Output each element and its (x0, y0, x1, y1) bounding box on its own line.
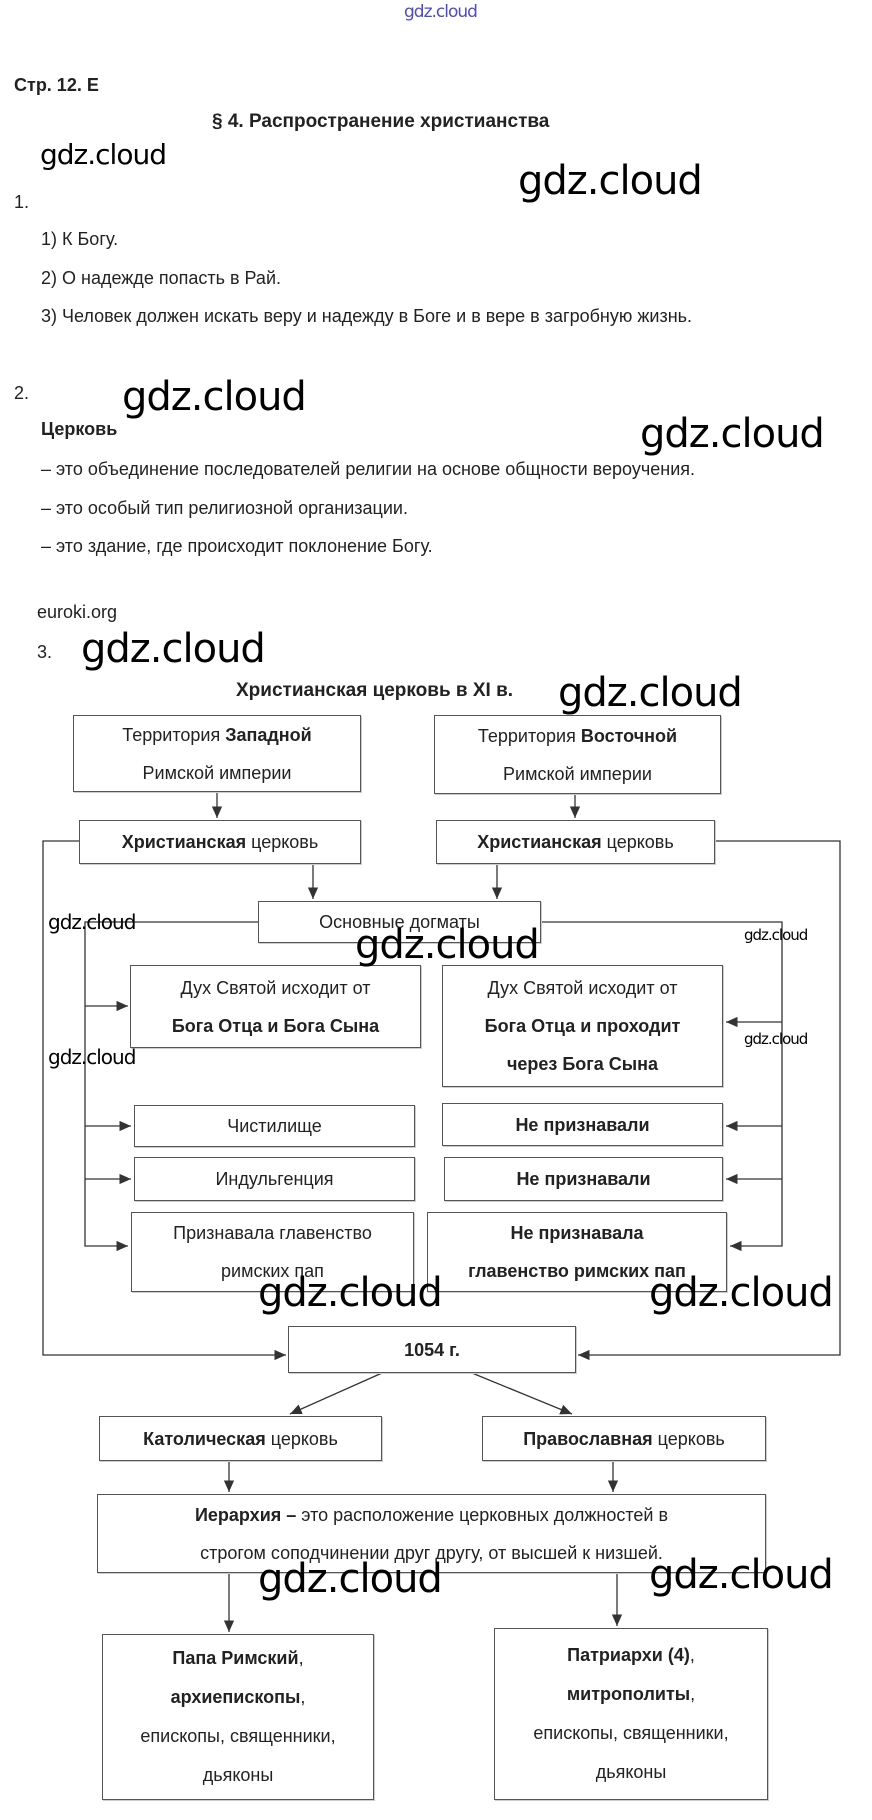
text-bold: через Бога Сына (506, 1054, 659, 1074)
text-bold: Христианская (477, 832, 602, 852)
watermark: gdz.cloud (744, 1030, 808, 1048)
watermark: gdz.cloud (518, 158, 703, 204)
text-bold: главенство римских пап (468, 1261, 686, 1281)
definition-item: – это особый тип религиозной организации… (41, 498, 408, 518)
question-2-number: 2. (14, 383, 30, 403)
text: церковь (265, 1428, 338, 1449)
text-bold: Католическая (143, 1428, 266, 1449)
text-bold: Не признавали (515, 1114, 650, 1135)
text: церковь (601, 832, 674, 852)
text: церковь (652, 1428, 725, 1449)
text: Территория (122, 724, 226, 745)
watermark: gdz.cloud (48, 910, 136, 934)
text: епископы, священники, (533, 1723, 729, 1743)
watermark: gdz.cloud (649, 1552, 834, 1598)
box-catholic-ranks: Папа Римский, архиепископы, епископы, св… (102, 1634, 374, 1800)
text-bold: Папа Римский (172, 1648, 299, 1668)
watermark: gdz.cloud (744, 926, 808, 944)
text-bold: Не признавала (510, 1223, 644, 1243)
text-bold: Православная (523, 1428, 653, 1449)
answer-item: 2) О надежде попасть в Рай. (41, 268, 282, 288)
text: Дух Святой исходит от (180, 977, 371, 998)
watermark: gdz.cloud (40, 138, 167, 171)
text: Дух Святой исходит от (487, 978, 678, 998)
watermark: gdz.cloud (558, 670, 743, 716)
box-indulgence-west: Индульгенция (134, 1157, 415, 1201)
box-orthodox-church: Православная церковь (482, 1416, 766, 1461)
text: Чистилище (227, 1116, 322, 1136)
watermark: gdz.cloud (640, 411, 825, 457)
box-pope-west: Признавала главенство римских пап (131, 1212, 414, 1292)
text: , (689, 1645, 695, 1665)
box-orthodox-ranks: Патриархи (4), митрополиты, епископы, св… (494, 1628, 768, 1800)
text: , (300, 1687, 306, 1707)
diagram-title: Христианская церковь в XI в. (236, 680, 514, 701)
watermark: gdz.cloud (649, 1270, 834, 1316)
box-west-territory: Территория Западной Римской империи (73, 715, 361, 792)
box-purgatory-east: Не признавали (442, 1103, 723, 1146)
text: римских пап (221, 1261, 324, 1281)
text: Признавала главенство (173, 1223, 372, 1243)
definition-item: – это объединение последователей религии… (41, 459, 695, 479)
box-pope-east: Не признавала главенство римских пап (427, 1212, 727, 1292)
box-indulgence-east: Не признавали (444, 1157, 723, 1201)
text-bold: Иерархия – (194, 1504, 297, 1525)
watermark: gdz.cloud (258, 1556, 443, 1602)
box-east-territory: Территория Восточной Римской империи (434, 715, 721, 794)
text: Индульгенция (215, 1169, 334, 1189)
text: Основные догматы (319, 912, 480, 932)
box-dogmas: Основные догматы (258, 901, 541, 943)
watermark-top: gdz.cloud (404, 2, 478, 22)
text-bold: 1054 г. (404, 1339, 460, 1360)
text: дьяконы (595, 1762, 667, 1782)
definition-item: – это здание, где происходит поклонение … (41, 536, 433, 556)
text: Римской империи (142, 762, 292, 783)
watermark: gdz.cloud (81, 626, 266, 672)
text-bold: Бога Отца и Бога Сына (171, 1015, 380, 1036)
question-1-number: 1. (14, 192, 30, 212)
box-hierarchy: Иерархия – это расположение церковных до… (97, 1494, 766, 1573)
term-church: Церковь (41, 419, 118, 439)
text-bold: Не признавали (516, 1169, 651, 1189)
answer-item: 3) Человек должен искать веру и надежду … (41, 306, 693, 326)
text: , (690, 1684, 696, 1704)
text: Территория (477, 725, 581, 746)
watermark: gdz.cloud (48, 1045, 136, 1069)
answer-item: 1) К Богу. (41, 229, 119, 249)
box-church-east: Христианская церковь (436, 820, 715, 864)
text-bold: Христианская (121, 832, 247, 852)
watermark: gdz.cloud (122, 374, 307, 420)
box-spirit-east: Дух Святой исходит от Бога Отца и проход… (442, 965, 723, 1087)
text-bold: митрополиты (566, 1684, 691, 1704)
box-catholic-church: Католическая церковь (99, 1416, 382, 1461)
page-title: § 4. Распространение христианства (212, 111, 550, 132)
text: епископы, священники, (140, 1726, 336, 1746)
text: церковь (246, 832, 319, 852)
box-year-1054: 1054 г. (288, 1326, 576, 1373)
text: дьяконы (202, 1765, 274, 1785)
question-3-number: 3. (37, 642, 53, 662)
text: это расположение церковных должностей в (296, 1504, 669, 1525)
text-bold: Бога Отца и проходит (484, 1016, 681, 1036)
box-purgatory-west: Чистилище (134, 1105, 415, 1147)
page-label: Стр. 12. Е (14, 75, 99, 95)
text: Римской империи (503, 763, 652, 784)
text: , (298, 1648, 304, 1668)
box-spirit-west: Дух Святой исходит от Бога Отца и Бога С… (130, 965, 421, 1048)
text-bold: Западной (225, 724, 312, 745)
source-label: euroki.org (37, 602, 118, 622)
text-bold: Восточной (580, 725, 678, 746)
watermark: gdz.cloud (355, 922, 540, 968)
watermark: gdz.cloud (258, 1270, 443, 1316)
box-church-west: Христианская церковь (79, 820, 361, 864)
text-bold: Патриархи (4) (567, 1645, 690, 1665)
text-bold: архиепископы (170, 1687, 301, 1707)
text: строгом соподчинении друг другу, от высш… (200, 1542, 663, 1563)
